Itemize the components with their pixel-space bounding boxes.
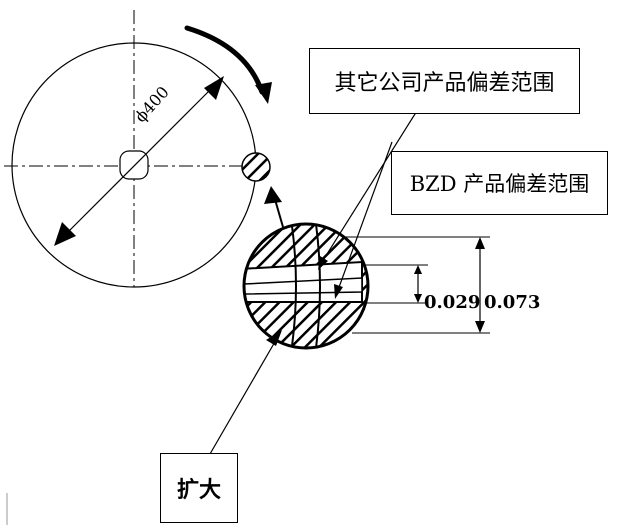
enlarge-label: 扩大 xyxy=(160,453,238,523)
center-hub xyxy=(119,150,149,180)
diameter-line xyxy=(59,81,219,241)
label-pointers xyxy=(209,105,421,455)
enlarge-arrow-icon xyxy=(264,186,284,228)
enlarged-outline xyxy=(242,222,370,350)
outer-dimension-value: 0.073 xyxy=(484,292,541,313)
deviation-curve-left xyxy=(291,225,297,347)
pointer-enlarge xyxy=(209,339,277,455)
inner-dimension-value: 0.029 xyxy=(424,292,481,313)
other-companies-deviation-label: 其它公司产品偏差范围 xyxy=(309,48,580,114)
large-disc xyxy=(4,10,270,288)
sample-spot xyxy=(241,152,271,182)
rotation-arrow-icon xyxy=(184,25,272,104)
pointer-bzd xyxy=(337,141,393,291)
diameter-arrowhead-lower xyxy=(54,222,76,246)
enlarged-section xyxy=(242,222,370,350)
bzd-deviation-label: BZD 产品偏差范围 xyxy=(391,151,608,215)
deviation-curve-right xyxy=(315,224,321,348)
pointer-other xyxy=(321,105,421,263)
inner-core xyxy=(244,277,363,295)
diameter-arrowhead-upper xyxy=(204,76,224,100)
dimension-lines xyxy=(344,236,490,334)
